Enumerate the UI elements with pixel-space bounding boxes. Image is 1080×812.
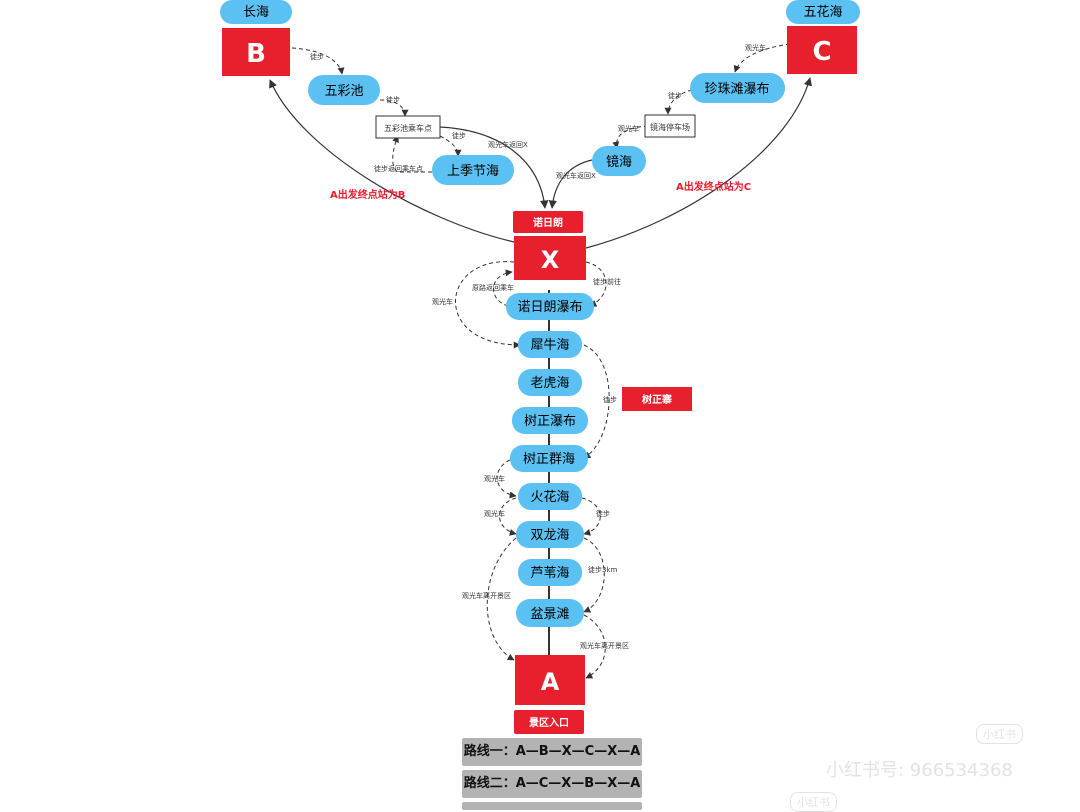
- edge-jinghai-to-x: [548, 159, 593, 209]
- edge-b-wucaichi: [291, 47, 345, 75]
- edge-label: 徒步: [668, 91, 682, 100]
- edge-label: 徒步前往: [593, 277, 621, 286]
- svg-text:镜海停车场: 镜海停车场: [650, 122, 690, 132]
- svg-text:长海: 长海: [243, 5, 269, 20]
- edge-shuanglong-penjing: [583, 537, 605, 613]
- svg-text:盆景滩: 盆景滩: [530, 607, 569, 622]
- edge-label: 观光车: [745, 43, 766, 52]
- node-x-label: X: [541, 246, 560, 274]
- svg-text:树正瀑布: 树正瀑布: [524, 414, 576, 429]
- edge-c-zhenzhu: [733, 43, 791, 73]
- edge-label: 徒步返回乘车点: [374, 164, 423, 173]
- svg-text:镜海: 镜海: [606, 155, 632, 170]
- svg-text:景区入口: 景区入口: [529, 717, 569, 729]
- edge-penjing-exit: [583, 614, 606, 679]
- edge-label: 徒步: [310, 52, 324, 61]
- label-shuzhengzhai: 树正寨: [622, 387, 692, 411]
- spot-nuorilang-pubu: 诺日朗瀑布: [506, 293, 594, 320]
- edge-stop-shangjijie: [439, 135, 462, 157]
- edge-label: 观光车: [484, 509, 505, 518]
- svg-text:火花海: 火花海: [530, 489, 569, 505]
- route-two: 路线二：A—C—X—B—X—A: [462, 770, 642, 798]
- svg-text:珍珠滩瀑布: 珍珠滩瀑布: [704, 82, 769, 97]
- spot-penjingtan: 盆景滩: [516, 599, 584, 627]
- edge-label: 徒步: [452, 131, 466, 140]
- svg-text:犀牛海: 犀牛海: [530, 338, 569, 353]
- label-nuorilang: 诺日朗: [513, 211, 583, 233]
- spot-changhai: 长海: [220, 0, 292, 24]
- annotation-to-c: A出发终点站为C: [676, 180, 751, 193]
- edge-shuanglong-exit: [486, 537, 517, 661]
- spot-wucaichi: 五彩池: [308, 75, 380, 105]
- edge-x-nuorilang: [585, 261, 607, 307]
- edge-label: 观光车返回X: [488, 140, 528, 149]
- svg-text:上季节海: 上季节海: [447, 164, 499, 179]
- spot-shuzheng-pubu: 树正瀑布: [512, 407, 588, 434]
- svg-text:诺日朗瀑布: 诺日朗瀑布: [517, 300, 582, 315]
- edge-label: 观光车: [432, 297, 453, 306]
- edge-stop-jinghai: [612, 125, 649, 149]
- edge-label: 徒步: [603, 395, 617, 404]
- edge-label: 原路返回乘车: [472, 283, 514, 292]
- edge-zhenzhu-stop: [664, 89, 693, 115]
- curve-x-to-b: [269, 79, 515, 243]
- svg-text:五花海: 五花海: [803, 4, 842, 20]
- spot-laohuhai: 老虎海: [518, 369, 582, 396]
- stop-jinghai: 镜海停车场: [644, 114, 696, 138]
- edge-wucaichi-stop: [379, 99, 409, 117]
- watermark-logo: 小红书: [976, 724, 1023, 744]
- edge-label: 观光车返回X: [556, 171, 596, 180]
- edge-x-xiniuhai: [455, 261, 521, 349]
- svg-text:老虎海: 老虎海: [530, 376, 569, 391]
- edge-xiniuhai-qunhai: [583, 344, 610, 459]
- edge-label: 徒步: [386, 95, 400, 104]
- spot-jinghai: 镜海: [592, 146, 646, 176]
- edge-nuorilang-x: [493, 269, 513, 307]
- route-three-partial: [462, 802, 642, 810]
- node-a-label: A: [541, 668, 560, 696]
- curve-x-to-c: [585, 77, 813, 249]
- spot-zhenzhu: 珍珠滩瀑布: [690, 73, 785, 103]
- svg-text:五彩池乘车点: 五彩池乘车点: [384, 123, 432, 133]
- stop-wucaichi: 五彩池乘车点: [375, 115, 441, 139]
- edge-label: 观光车离开景区: [462, 591, 511, 600]
- node-b-box: B: [222, 28, 290, 76]
- svg-text:诺日朗: 诺日朗: [533, 216, 563, 229]
- node-a-box: A: [515, 655, 585, 705]
- node-c-box: C: [787, 26, 857, 74]
- watermark-logo-2: 小红书: [790, 792, 837, 812]
- node-x-box: X: [514, 236, 586, 280]
- svg-text:五彩池: 五彩池: [324, 84, 363, 99]
- svg-text:树正群海: 树正群海: [523, 452, 575, 467]
- label-entrance: 景区入口: [514, 710, 584, 734]
- edge-label: 观光车: [618, 124, 639, 133]
- watermark-id: 小红书号: 966534368: [826, 760, 1013, 781]
- annotation-to-b: A出发终点站为B: [330, 188, 405, 201]
- edge-stop-to-x: [439, 126, 549, 209]
- node-c-label: C: [812, 37, 831, 67]
- svg-text:树正寨: 树正寨: [642, 393, 672, 406]
- route-one: 路线一：A—B—X—C—X—A: [462, 738, 642, 766]
- edge-qunhai-huohua: [496, 459, 517, 499]
- spot-wuhuahai: 五花海: [786, 0, 860, 24]
- spot-luweihai: 芦苇海: [518, 559, 582, 586]
- spot-huohuahai: 火花海: [518, 483, 582, 510]
- node-b-label: B: [246, 39, 266, 69]
- svg-text:双龙海: 双龙海: [530, 528, 569, 543]
- edge-label: 徒步3km: [588, 565, 618, 574]
- spot-xiniuhai: 犀牛海: [518, 331, 582, 358]
- edge-label: 徒步: [596, 509, 610, 518]
- spot-shangjijie: 上季节海: [432, 155, 514, 185]
- edge-label: 观光车: [484, 474, 505, 483]
- spot-shuanglonghai: 双龙海: [516, 521, 584, 548]
- spot-shuzheng-qunhai: 树正群海: [510, 445, 588, 472]
- svg-text:芦苇海: 芦苇海: [530, 566, 569, 581]
- edge-label: 观光车离开景区: [580, 641, 629, 650]
